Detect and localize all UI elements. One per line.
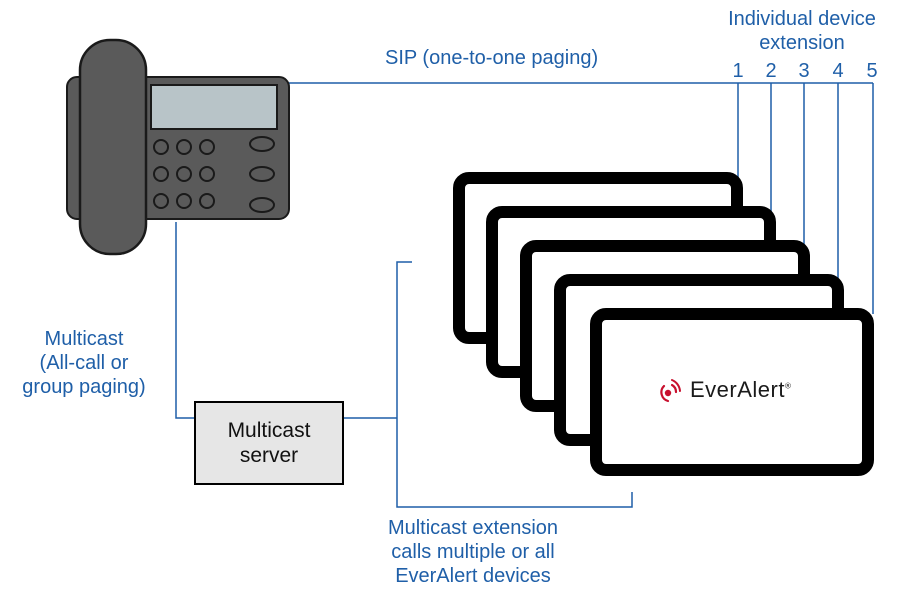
everalert-signal-icon	[660, 379, 681, 403]
multicast-server-line-2: server	[239, 444, 299, 467]
multicast-bracket	[396, 261, 633, 508]
multicast-label: Multicast (All-call or group paging)	[6, 327, 162, 399]
extension-number-3: 3	[798, 60, 810, 82]
everalert-device-icon	[590, 308, 874, 476]
individual-extension-label: Individual device extension	[712, 7, 892, 55]
multicast-server-line-1: Multicast	[227, 419, 311, 442]
multicast-extension-line-1: Multicast extension	[387, 517, 559, 539]
desk-phone-icon	[66, 38, 290, 256]
multicast-extension-label: Multicast extension calls multiple or al…	[360, 516, 586, 588]
multicast-server-box: Multicast server	[194, 401, 344, 485]
extension-number-4: 4	[832, 60, 844, 82]
individual-extension-line-2: extension	[759, 32, 845, 54]
sip-label: SIP (one-to-one paging)	[385, 47, 599, 69]
multicast-label-line-2: (All-call or	[39, 352, 129, 374]
extension-number-5: 5	[866, 60, 878, 82]
everalert-brand-name: EverAlert®	[690, 377, 792, 402]
multicast-line	[175, 222, 196, 419]
everalert-logo: EverAlert®	[660, 377, 791, 403]
everalert-device-stack	[453, 172, 874, 476]
extension-number-1: 1	[732, 60, 744, 82]
connection-lines	[175, 82, 874, 508]
extension-number-2: 2	[765, 60, 777, 82]
multicast-extension-line-2: calls multiple or all	[391, 541, 555, 563]
multicast-extension-line-3: EverAlert devices	[395, 565, 551, 587]
multicast-label-line-3: group paging)	[22, 376, 146, 398]
multicast-label-line-1: Multicast	[44, 328, 124, 350]
individual-extension-line-1: Individual device	[728, 8, 876, 30]
